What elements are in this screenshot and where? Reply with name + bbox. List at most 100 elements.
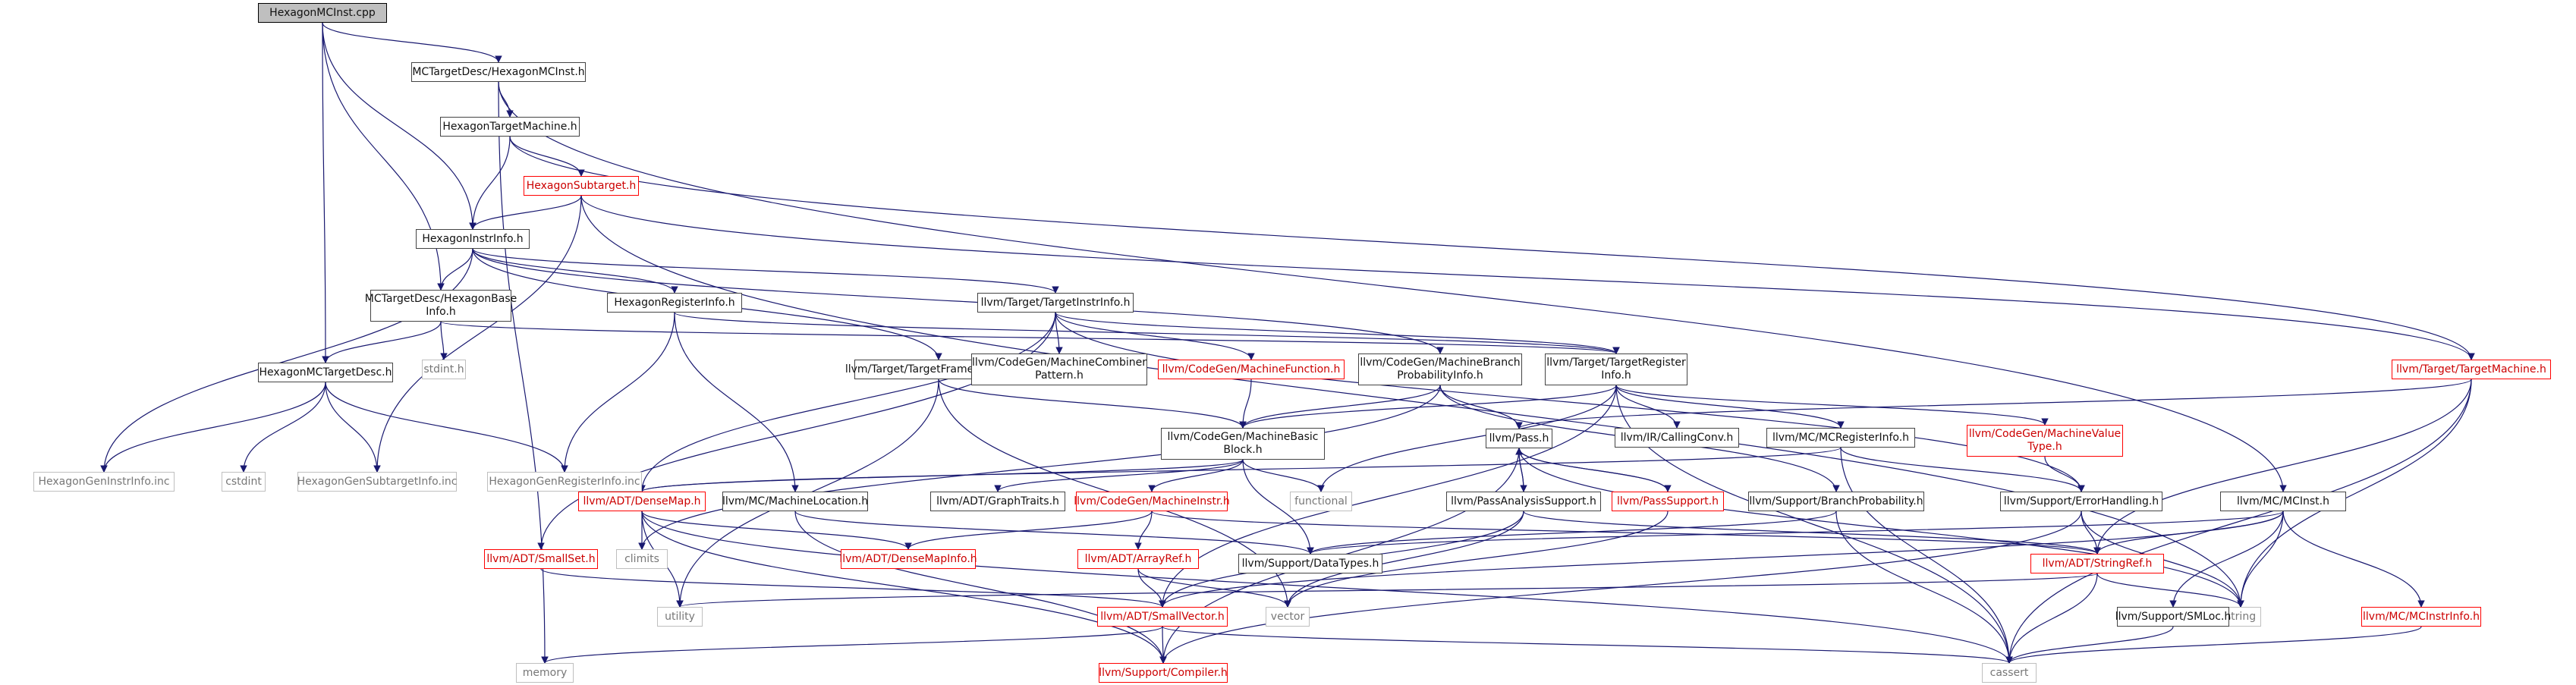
edge-densemap-to-compiler bbox=[641, 511, 1167, 664]
edge-mctd-mcinst-to-mcinst bbox=[498, 81, 2287, 492]
node-errh[interactable]: llvm/Support/ErrorHandling.h bbox=[2000, 492, 2162, 511]
edge-pass-to-string bbox=[1518, 448, 2244, 608]
node-mbb[interactable]: llvm/CodeGen/MachineBasic Block.h bbox=[1161, 428, 1325, 460]
node-hex-sub[interactable]: HexagonSubtarget.h bbox=[524, 176, 639, 196]
edge-mctd-base-to-stdint bbox=[440, 321, 448, 360]
edge-tti-to-tri bbox=[1055, 312, 1620, 354]
edge-tti-to-mfunc bbox=[1055, 312, 1255, 360]
edge-arrayref-to-smallvec bbox=[1137, 568, 1166, 608]
node-mcii[interactable]: llvm/MC/MCInstrInfo.h bbox=[2361, 607, 2481, 627]
edge-mcinst-to-smallvec bbox=[1159, 511, 2284, 608]
edge-mcml-to-compiler bbox=[794, 511, 1167, 664]
edge-tti-to-errh bbox=[1055, 312, 2085, 492]
edge-hex-sub-to-gen-si bbox=[373, 195, 582, 473]
edge-hex-ri-to-gen-ri bbox=[561, 312, 675, 473]
node-stdint: stdint.h bbox=[422, 360, 466, 379]
edge-smallset-to-smallvec bbox=[540, 568, 1166, 608]
edge-hex-ri-to-mcml bbox=[674, 312, 799, 492]
edge-hex-tm-to-hex-ii bbox=[469, 136, 511, 230]
edge-mcri-to-cassert bbox=[1840, 447, 2013, 664]
node-mvt[interactable]: llvm/CodeGen/MachineValue Type.h bbox=[1967, 425, 2123, 457]
node-smloc[interactable]: llvm/Support/SMLoc.h bbox=[2115, 607, 2231, 627]
node-gen-ii: HexagonGenInstrInfo.inc bbox=[33, 472, 175, 492]
edge-ttm-to-cassert bbox=[2005, 379, 2472, 664]
node-stringref[interactable]: llvm/ADT/StringRef.h bbox=[2030, 554, 2164, 573]
node-mctd-mcinst[interactable]: MCTargetDesc/HexagonMCInst.h bbox=[411, 62, 586, 82]
edge-mcinst-to-smloc bbox=[2169, 511, 2284, 608]
node-pas[interactable]: llvm/PassAnalysisSupport.h bbox=[1446, 492, 1601, 511]
node-pass[interactable]: llvm/Pass.h bbox=[1486, 429, 1552, 448]
node-mfunc[interactable]: llvm/CodeGen/MachineFunction.h bbox=[1158, 360, 1345, 379]
node-minstr[interactable]: llvm/CodeGen/MachineInstr.h bbox=[1074, 492, 1230, 511]
edge-arrayref-to-vector bbox=[1137, 568, 1291, 608]
edge-tri-to-functional bbox=[1317, 385, 1617, 492]
node-cconv[interactable]: llvm/IR/CallingConv.h bbox=[1615, 428, 1739, 448]
node-ttm[interactable]: llvm/Target/TargetMachine.h bbox=[2392, 360, 2551, 379]
node-utility: utility bbox=[657, 607, 703, 627]
edge-root-to-mctd-mcinst bbox=[322, 22, 502, 63]
node-hex-mctd[interactable]: HexagonMCTargetDesc.h bbox=[258, 363, 393, 382]
node-mcinst[interactable]: llvm/MC/MCInst.h bbox=[2220, 492, 2346, 511]
node-datatypes[interactable]: llvm/Support/DataTypes.h bbox=[1238, 554, 1382, 573]
node-bprob[interactable]: llvm/Support/BranchProbability.h bbox=[1748, 492, 1924, 511]
node-climits: climits bbox=[616, 549, 668, 569]
edge-psupport-to-vector bbox=[1284, 511, 1669, 608]
edge-stringref-to-utility bbox=[676, 573, 2098, 608]
node-memory: memory bbox=[516, 663, 574, 683]
node-smallvec[interactable]: llvm/ADT/SmallVector.h bbox=[1097, 607, 1228, 627]
node-compiler[interactable]: llvm/Support/Compiler.h bbox=[1099, 663, 1228, 683]
node-smallset[interactable]: llvm/ADT/SmallSet.h bbox=[484, 549, 598, 569]
edge-smallvec-to-compiler bbox=[1159, 626, 1167, 664]
node-hex-ii[interactable]: HexagonInstrInfo.h bbox=[416, 229, 530, 249]
edge-mcri-to-densemap bbox=[638, 447, 1842, 492]
edge-hex-sub-to-hex-ii bbox=[469, 195, 582, 230]
node-gen-ri: HexagonGenRegisterInfo.inc bbox=[487, 472, 642, 492]
edge-hex-mctd-to-cstdint bbox=[240, 382, 326, 473]
node-mcri[interactable]: llvm/MC/MCRegisterInfo.h bbox=[1766, 428, 1915, 448]
edge-mcinst-to-mcii bbox=[2282, 511, 2425, 608]
edge-stringref-to-string bbox=[2096, 573, 2244, 608]
edge-hex-mctd-to-gen-si bbox=[325, 382, 381, 473]
edge-hex-sub-to-ttm bbox=[580, 195, 2475, 360]
edge-mbb-to-datatypes bbox=[1242, 459, 1314, 555]
node-arrayref[interactable]: llvm/ADT/ArrayRef.h bbox=[1077, 549, 1199, 569]
node-densemap[interactable]: llvm/ADT/DenseMap.h bbox=[578, 492, 706, 511]
edge-hex-mctd-to-gen-ii bbox=[100, 382, 326, 473]
edge-mbb-to-gtraits bbox=[994, 459, 1244, 492]
node-dmi[interactable]: llvm/ADT/DenseMapInfo.h bbox=[839, 549, 977, 569]
node-hex-ri[interactable]: HexagonRegisterInfo.h bbox=[607, 293, 742, 313]
node-root: HexagonMCInst.cpp bbox=[258, 3, 387, 23]
node-psupport[interactable]: llvm/PassSupport.h bbox=[1612, 492, 1724, 511]
node-tti[interactable]: llvm/Target/TargetInstrInfo.h bbox=[977, 293, 1134, 313]
edge-hex-ii-to-hex-ri bbox=[472, 248, 678, 294]
node-gtraits[interactable]: llvm/ADT/GraphTraits.h bbox=[930, 492, 1065, 511]
node-functional: functional bbox=[1290, 492, 1352, 511]
edge-mcii-to-cassert bbox=[2005, 626, 2422, 664]
edge-mctd-base-to-hex-mctd bbox=[322, 321, 442, 363]
edge-minstr-to-stringref bbox=[1151, 511, 2101, 555]
edge-mbpi-to-mbb bbox=[1239, 385, 1441, 429]
node-hex-tm[interactable]: HexagonTargetMachine.h bbox=[440, 117, 580, 137]
edge-smallvec-to-memory bbox=[541, 626, 1163, 664]
edge-root-to-hex-mctd bbox=[322, 22, 329, 363]
edge-minstr-to-arrayref bbox=[1134, 511, 1153, 550]
node-mcp[interactable]: llvm/CodeGen/MachineCombiner Pattern.h bbox=[971, 353, 1147, 385]
node-mctd-base[interactable]: MCTargetDesc/HexagonBase Info.h bbox=[365, 290, 517, 322]
node-mbpi[interactable]: llvm/CodeGen/MachineBranch ProbabilityIn… bbox=[1358, 353, 1522, 385]
edge-densemap-to-cassert bbox=[641, 511, 2013, 664]
edge-root-to-hex-ii bbox=[322, 22, 477, 230]
edge-tri-to-mbb bbox=[1239, 385, 1617, 429]
node-mcml[interactable]: llvm/MC/MachineLocation.h bbox=[722, 492, 868, 511]
node-vector: vector bbox=[1266, 607, 1310, 627]
edge-tti-to-densemap bbox=[638, 312, 1056, 492]
edge-hex-sub-to-string bbox=[580, 195, 2244, 608]
edge-tri-to-mvt bbox=[1615, 385, 2049, 426]
edge-hex-ii-to-mbpi bbox=[472, 248, 1444, 354]
edge-smallvec-to-cassert bbox=[1162, 626, 2013, 664]
edge-tri-to-cconv bbox=[1615, 385, 1681, 429]
edge-mcml-to-datatypes bbox=[794, 511, 1314, 555]
edge-mctd-base-to-tri bbox=[440, 321, 1620, 354]
edge-ttm-to-stringref bbox=[2093, 379, 2472, 555]
node-tri[interactable]: llvm/Target/TargetRegister Info.h bbox=[1545, 353, 1687, 385]
